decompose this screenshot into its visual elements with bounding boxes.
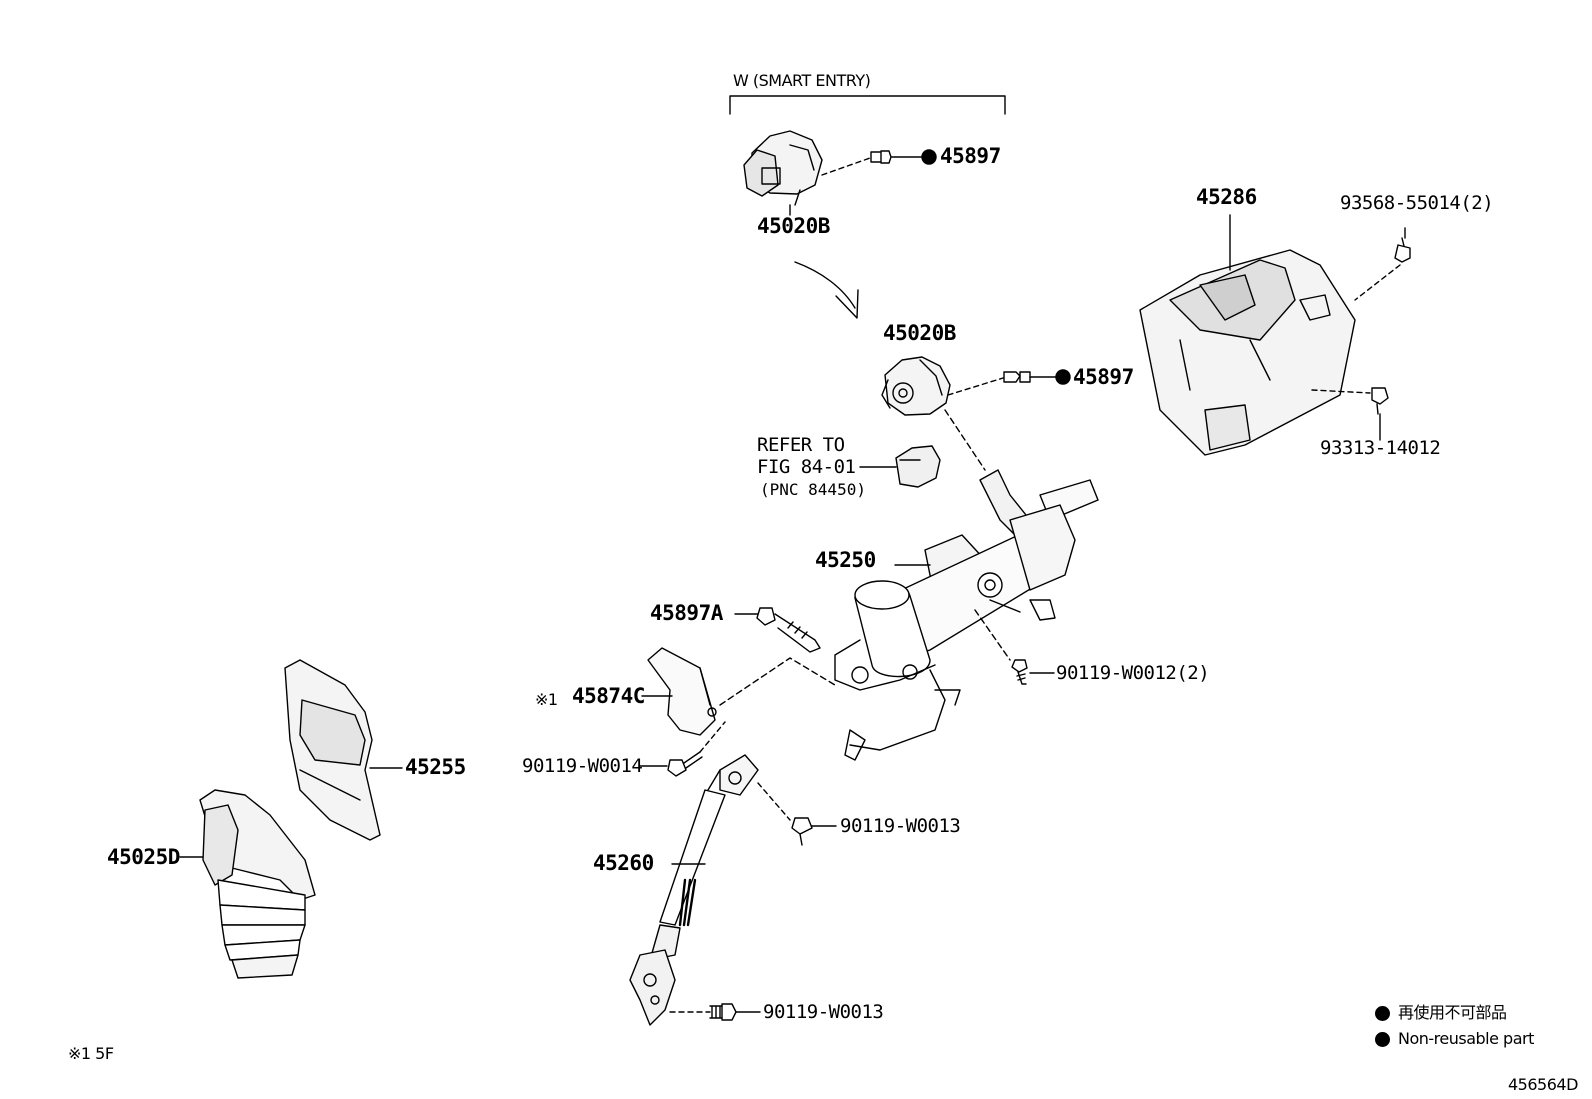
screw-93568-drawing <box>1394 237 1411 263</box>
smart-entry-label: W (SMART ENTRY) <box>733 71 871 90</box>
bolt-90119-w0012-drawing <box>1011 659 1028 685</box>
non-reusable-dot-mid <box>1055 369 1071 385</box>
part-45260[interactable]: 45260 <box>593 851 654 875</box>
smart-entry-bracket <box>729 95 1006 115</box>
bolt-45897-mid-drawing <box>1003 371 1031 383</box>
part-90119-w0013-b[interactable]: 90119-W0013 <box>763 1001 884 1023</box>
part-45025d[interactable]: 45025D <box>107 845 180 869</box>
ignition-switch-mid-drawing <box>881 356 951 416</box>
part-45255[interactable]: 45255 <box>405 755 466 779</box>
bolt-45897-top-drawing <box>870 150 892 164</box>
legend-jp-row: 再使用不可部品 <box>1375 1002 1507 1024</box>
figure-id: 456564D <box>1508 1075 1578 1094</box>
intermediate-shaft-drawing <box>629 754 759 1026</box>
part-45897-top[interactable]: 45897 <box>940 144 1001 168</box>
legend-en: Non-reusable part <box>1398 1029 1534 1048</box>
part-45874c[interactable]: 45874C <box>572 684 645 708</box>
part-45874c-mark: ※1 <box>535 690 558 709</box>
non-reusable-dot-icon <box>1375 1005 1390 1021</box>
part-45286[interactable]: 45286 <box>1196 185 1257 209</box>
screw-93313-drawing <box>1371 387 1389 415</box>
refer-note-line3: (PNC 84450) <box>760 480 866 499</box>
non-reusable-dot-icon <box>1375 1031 1390 1047</box>
ignition-switch-top-drawing <box>743 130 823 206</box>
refer-note-line2[interactable]: FIG 84-01 <box>757 456 856 478</box>
refer-note-line1: REFER TO <box>757 434 845 456</box>
assembly-arrow <box>794 261 856 309</box>
part-45897-mid[interactable]: 45897 <box>1073 365 1134 389</box>
part-45020b-top[interactable]: 45020B <box>757 214 830 238</box>
part-45897a[interactable]: 45897A <box>650 601 723 625</box>
legend-jp: 再使用不可部品 <box>1398 1003 1507 1022</box>
steering-column-drawing <box>834 469 1099 761</box>
part-93568-55014[interactable]: 93568-55014(2) <box>1340 192 1494 214</box>
shift-boot-45025d-drawing <box>199 789 316 979</box>
bracket-45874c-drawing <box>647 647 717 736</box>
connector-drawing <box>895 445 941 488</box>
part-45020b-mid[interactable]: 45020B <box>883 321 956 345</box>
leader-45897-mid <box>947 377 1004 396</box>
part-45250[interactable]: 45250 <box>815 548 876 572</box>
part-93313-14012[interactable]: 93313-14012 <box>1320 437 1441 459</box>
part-90119-w0014[interactable]: 90119-W0014 <box>522 755 643 777</box>
non-reusable-dot-top <box>921 149 937 165</box>
part-90119-w0013-a[interactable]: 90119-W0013 <box>840 815 961 837</box>
shift-cover-45255-drawing <box>284 659 381 841</box>
bolt-90119-w0013-b-drawing <box>709 1003 737 1021</box>
bolt-45897a-drawing <box>756 607 821 653</box>
column-cover-upper-drawing <box>1139 249 1356 456</box>
leader-45897-top <box>821 157 871 176</box>
bolt-90119-w0014-drawing <box>667 751 703 777</box>
legend-en-row: Non-reusable part <box>1375 1028 1534 1050</box>
part-90119-w0012[interactable]: 90119-W0012(2) <box>1056 662 1210 684</box>
footnote: ※1 5F <box>68 1044 114 1063</box>
bolt-90119-w0013-a-drawing <box>791 817 813 846</box>
